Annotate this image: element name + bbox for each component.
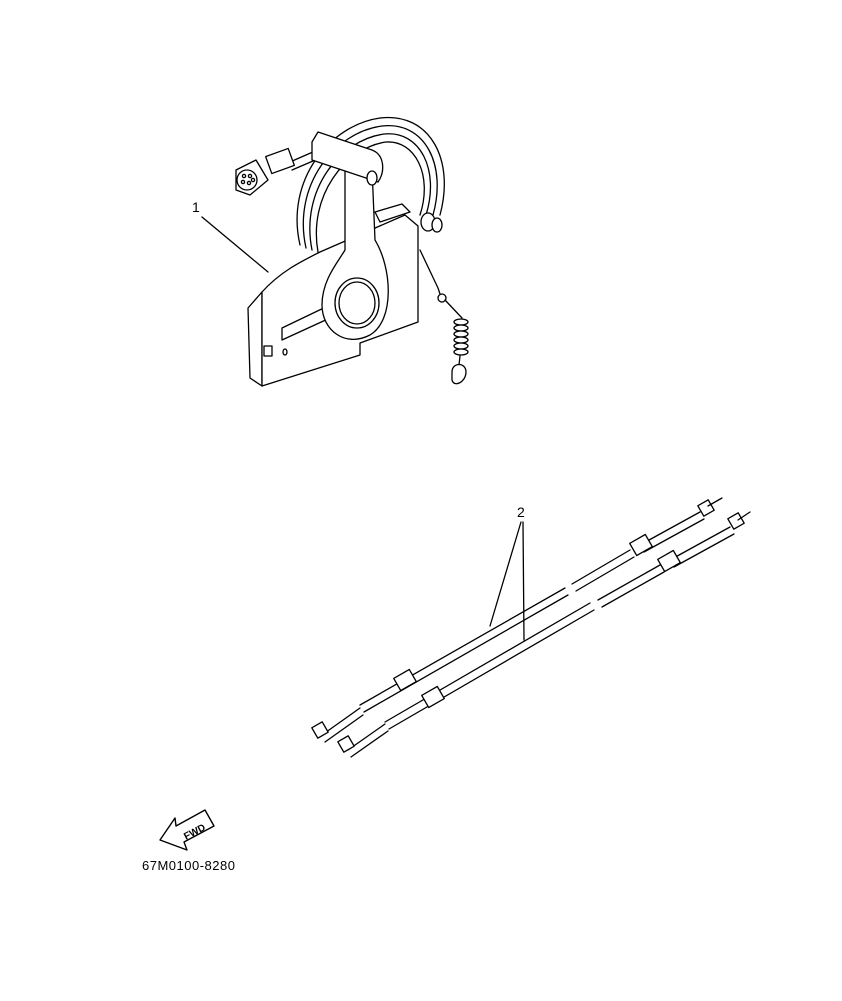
fwd-direction-arrow	[159, 809, 215, 851]
callout-1-label: 1	[192, 199, 200, 215]
callout-2-leaders	[489, 521, 525, 641]
callout-2-label: 2	[517, 504, 525, 520]
diagram-code: 67M0100-8280	[142, 858, 236, 873]
lanyard-spring	[453, 318, 469, 356]
connector-plug	[235, 147, 296, 196]
remote-control-box	[235, 116, 469, 387]
callout-1-leader	[201, 216, 269, 273]
remote-control-cables	[311, 497, 751, 758]
